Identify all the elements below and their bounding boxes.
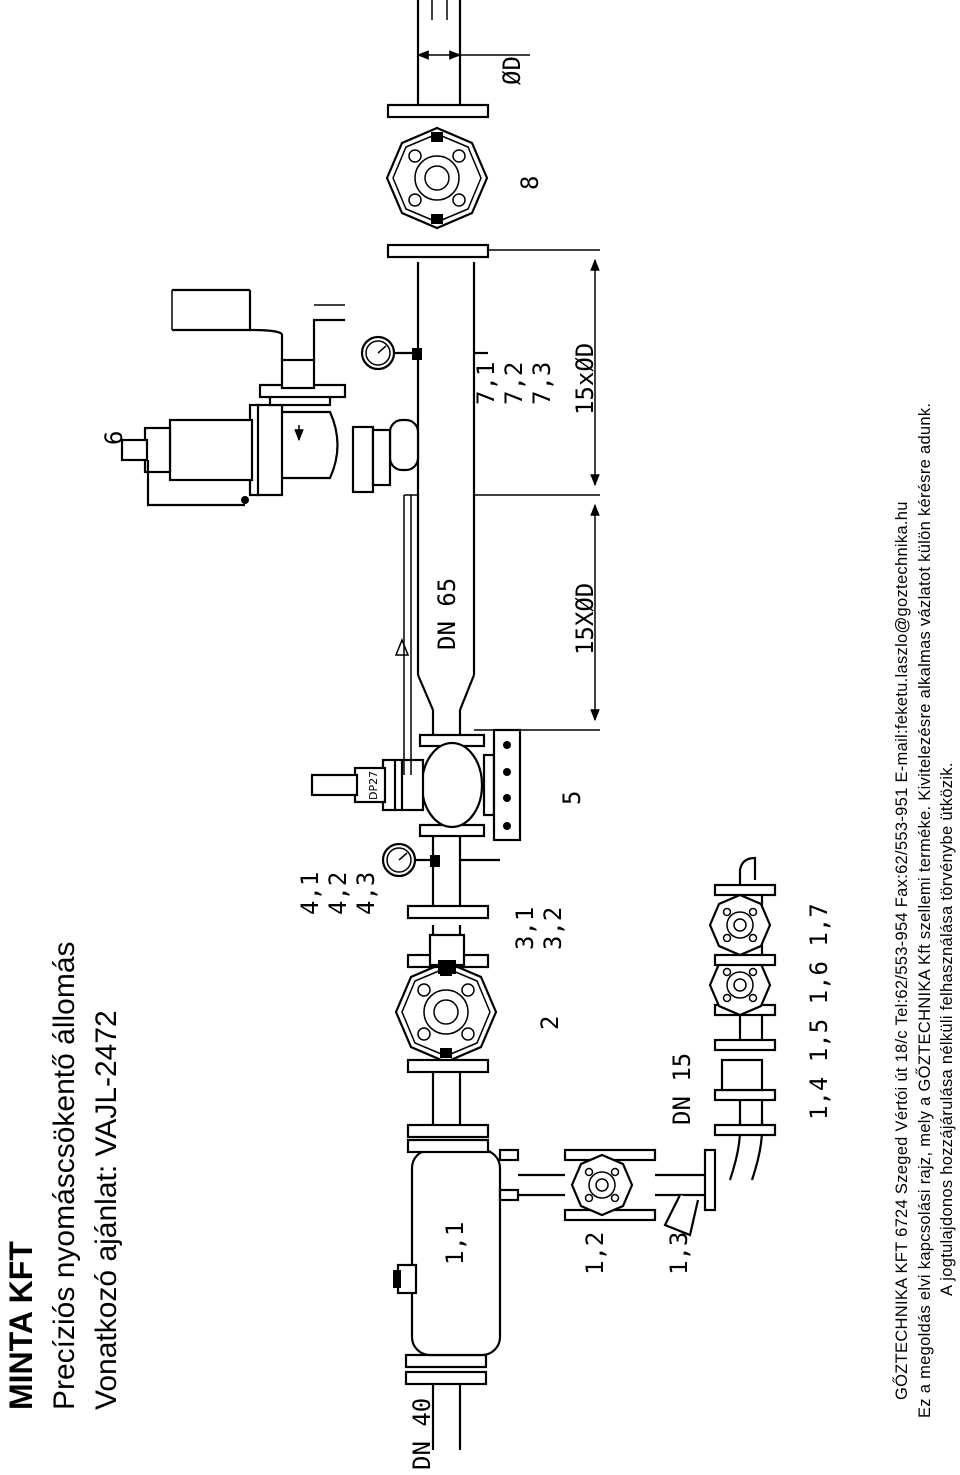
drain-branch [518, 856, 777, 1237]
station-title: Precíziós nyomáscsökentő állomás [48, 941, 81, 1410]
diameter-label: ØD [498, 56, 526, 85]
dimension-label-15xod: 15XØD [571, 583, 599, 655]
label-1-1: 1,1 [441, 1222, 469, 1265]
label-1-2: 1,2 [581, 1232, 609, 1275]
label-dn65: DN 65 [433, 578, 461, 650]
label-1-4-to-1-7: 1,4 1,5 1,6 1,7 [805, 903, 833, 1120]
label-7-1: 7,1 [472, 362, 500, 405]
label-4-2: 4,2 [324, 872, 352, 915]
footer-address: GŐZTECHNIKA KFT 6724 Szeged Vértói út 18… [892, 501, 911, 1400]
offer-reference: Vonatkozó ajánlat: VAJL-2472 [90, 1010, 123, 1410]
label-6: 6 [100, 431, 128, 445]
label-3-1: 3,1 [511, 907, 539, 950]
regulator-label: DP27 [367, 771, 380, 800]
label-7-2: 7,2 [500, 362, 528, 405]
label-1-3: 1,3 [665, 1232, 693, 1275]
company-name: MINTA KFT [3, 1241, 39, 1410]
dimension-label-15xod-2: 15xØD [571, 343, 599, 415]
label-4-1: 4,1 [296, 872, 324, 915]
footer-note: Ez a megoldás elvi kapcsolási rajz, mely… [915, 403, 934, 1418]
main-pipeline: DP27 [120, 0, 522, 1450]
label-8: 8 [516, 176, 544, 190]
label-7-3: 7,3 [528, 362, 556, 405]
label-3-2: 3,2 [539, 907, 567, 950]
label-4-3: 4,3 [352, 872, 380, 915]
label-dn40: DN 40 [408, 1398, 436, 1470]
footer-copyright: A jogtulajdonos hozzájárulása nélküli fe… [938, 762, 956, 1296]
label-dn15: DN 15 [668, 1053, 696, 1125]
label-2: 2 [536, 1016, 564, 1030]
dimension-lines [416, 50, 600, 731]
label-5: 5 [558, 791, 586, 805]
